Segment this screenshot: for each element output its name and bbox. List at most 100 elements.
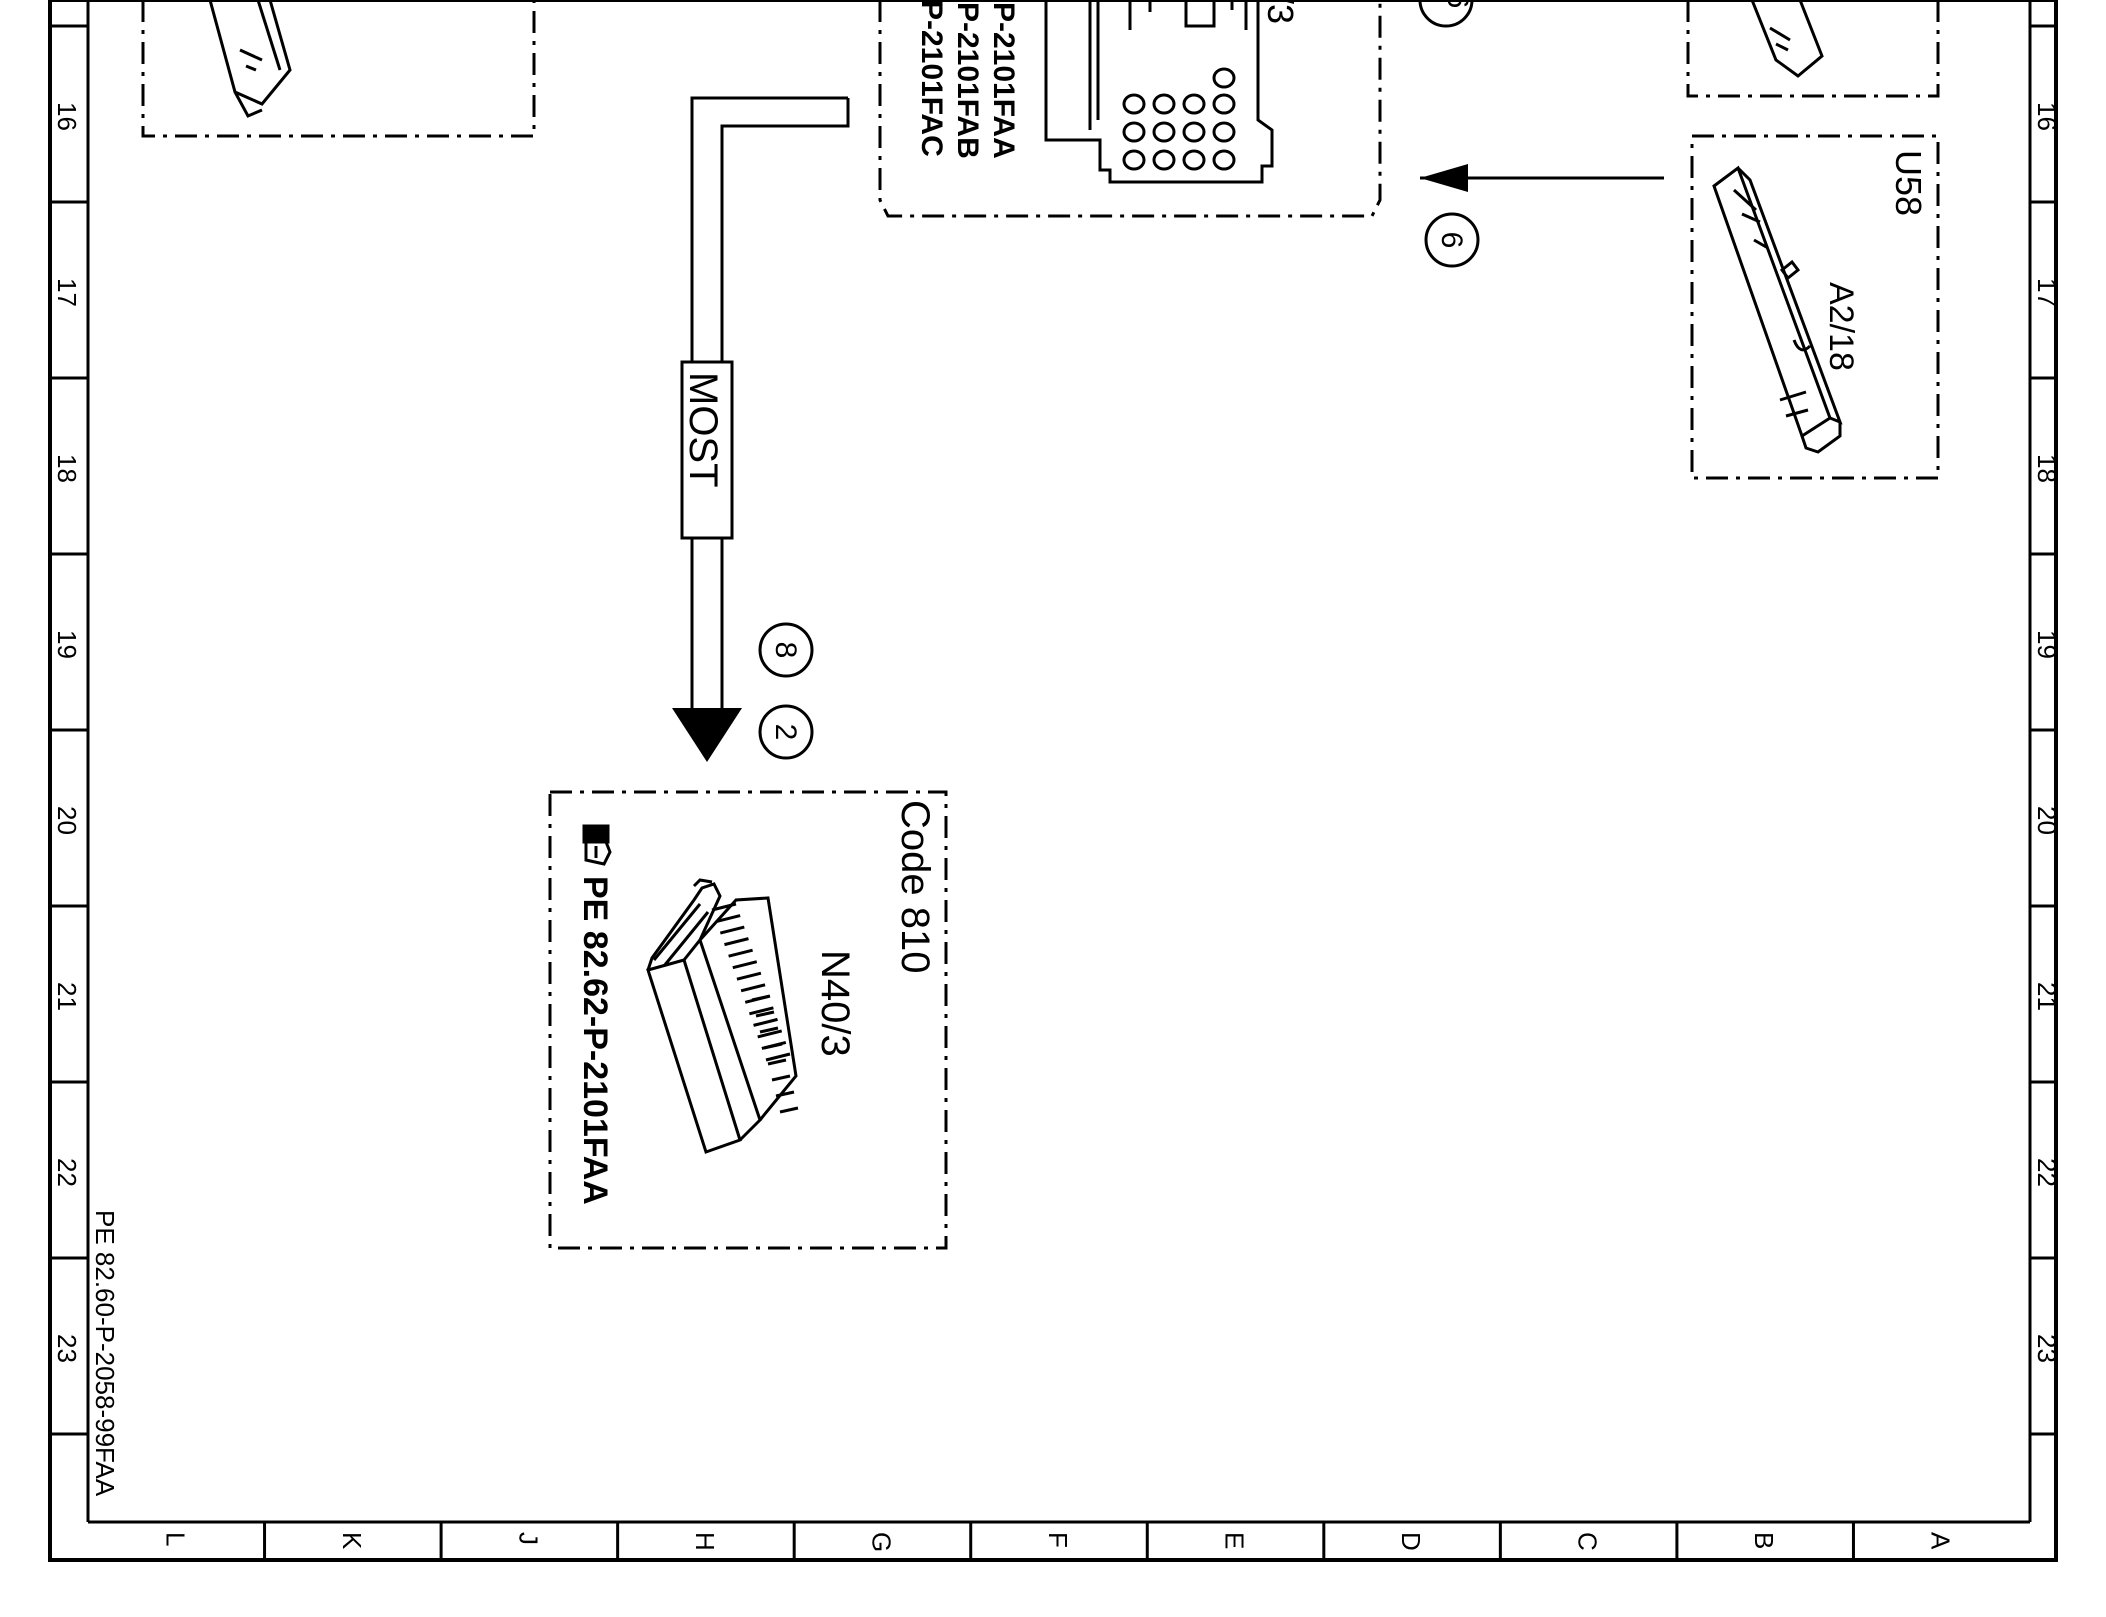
cooling-fin bbox=[736, 971, 762, 981]
row-grid-ticks bbox=[50, 24, 2056, 1436]
row-label-left: 16 bbox=[52, 102, 82, 131]
column-label: D bbox=[1396, 1532, 1426, 1551]
u58-component-box: U58 A2/18 bbox=[1690, 134, 1940, 480]
connector-ref-3: P-2101FAC bbox=[915, 0, 948, 157]
cooling-fin bbox=[724, 937, 749, 947]
cooling-fin bbox=[715, 914, 741, 923]
cooling-fin bbox=[757, 1029, 783, 1039]
row-label-right: 17 bbox=[2032, 278, 2062, 307]
cooling-fin bbox=[732, 960, 758, 970]
connector-pin bbox=[1212, 149, 1236, 171]
signal-arrow-6 bbox=[1420, 164, 1664, 192]
row-label-left: 20 bbox=[52, 806, 82, 835]
connector-illustration-top-left bbox=[208, 0, 292, 118]
column-label: A bbox=[1926, 1532, 1956, 1550]
connector-pin bbox=[1212, 121, 1236, 143]
most-bus-arrowhead bbox=[672, 708, 742, 762]
row-label-right: 22 bbox=[2032, 1158, 2062, 1187]
row-label-right: 19 bbox=[2032, 630, 2062, 659]
n40-3-component-box: Code 810 N40/3 PE 82.62-P-2101FAA bbox=[548, 790, 948, 1250]
connector-pin bbox=[1182, 121, 1206, 143]
cooling-fin bbox=[753, 1017, 778, 1027]
pointing-hand-icon bbox=[582, 824, 612, 866]
multipin-connector-illustration bbox=[1044, 0, 1274, 184]
module-ridge bbox=[775, 1090, 795, 1098]
row-label-left: 19 bbox=[52, 630, 82, 659]
cooling-fin bbox=[749, 1006, 774, 1016]
row-label-right: 18 bbox=[2032, 454, 2062, 483]
top-connector-label: /3 bbox=[1260, 0, 1301, 24]
code-810-label: Code 810 bbox=[893, 800, 937, 973]
module-ridge bbox=[763, 1042, 783, 1050]
n40-reference: PE 82.62-P-2101FAA bbox=[576, 876, 614, 1205]
row-labels-right: 16 17 18 19 20 21 22 23 bbox=[2032, 102, 2062, 1363]
connector-ref-2: -P-2101FAB bbox=[951, 0, 984, 159]
column-grid-ticks bbox=[263, 1522, 1855, 1560]
most-bus-label: MOST bbox=[681, 372, 725, 488]
column-label: C bbox=[1573, 1532, 1603, 1551]
n40-3-component-label: N40/3 bbox=[813, 950, 857, 1057]
column-label: G bbox=[866, 1532, 896, 1552]
outer-frame bbox=[48, 0, 2058, 1562]
column-label: H bbox=[690, 1532, 720, 1551]
a2-18-connector-illustration bbox=[1712, 165, 1843, 454]
connector-pin bbox=[1152, 149, 1176, 171]
row-label-right: 23 bbox=[2032, 1334, 2062, 1363]
top-right-component-box bbox=[1686, 0, 1940, 98]
svg-text:6: 6 bbox=[1435, 232, 1468, 249]
cooling-fin bbox=[719, 925, 745, 935]
callout-8: 8 bbox=[758, 622, 814, 678]
module-ridge bbox=[755, 1010, 775, 1018]
connector-pin bbox=[1182, 93, 1206, 115]
row-label-left: 17 bbox=[52, 278, 82, 307]
connector-pin bbox=[1152, 121, 1176, 143]
callout-6: 6 bbox=[1424, 212, 1480, 268]
connector-pin bbox=[1122, 149, 1146, 171]
column-label: L bbox=[160, 1532, 190, 1546]
column-label: E bbox=[1220, 1532, 1250, 1549]
module-ridge bbox=[767, 1058, 787, 1066]
connector-pin bbox=[1182, 149, 1206, 171]
column-label: F bbox=[1043, 1532, 1073, 1548]
row-label-left: 22 bbox=[52, 1158, 82, 1187]
top-left-component-box bbox=[141, 0, 536, 138]
cooling-fin bbox=[728, 948, 753, 958]
svg-text:2: 2 bbox=[769, 724, 802, 741]
svg-text:8: 8 bbox=[769, 642, 802, 659]
n40-3-module-illustration bbox=[646, 878, 799, 1154]
module-ridge bbox=[779, 1106, 799, 1114]
cooling-fin bbox=[711, 902, 737, 912]
column-label: K bbox=[337, 1532, 367, 1550]
connector-pin bbox=[1212, 93, 1236, 115]
document-id: PE 82.60-P-2058-99FAA bbox=[90, 1210, 120, 1497]
row-label-left: 18 bbox=[52, 454, 82, 483]
module-ridge bbox=[759, 1026, 779, 1034]
svg-text:6: 6 bbox=[1441, 0, 1474, 8]
row-label-left: 21 bbox=[52, 982, 82, 1011]
connector-ref-list: -P-2101FAA -P-2101FAB P-2101FAC bbox=[915, 0, 1020, 159]
row-label-right: 20 bbox=[2032, 806, 2062, 835]
cooling-fin bbox=[765, 1052, 791, 1062]
module-ridge bbox=[771, 1074, 791, 1082]
row-label-left: 23 bbox=[52, 1334, 82, 1363]
connector-pin bbox=[1152, 93, 1176, 115]
top-connector-box: -P-2101FAA -P-2101FAB P-2101FAC /3 bbox=[878, 0, 1382, 218]
row-label-right: 16 bbox=[2032, 102, 2062, 131]
most-bus-label-box: MOST bbox=[680, 360, 734, 540]
column-label: J bbox=[513, 1532, 543, 1545]
module-ridge bbox=[751, 994, 771, 1002]
callout-6-top: 6 bbox=[1418, 0, 1474, 28]
connector-ref-1: -P-2101FAA bbox=[987, 0, 1020, 159]
row-label-right: 21 bbox=[2032, 982, 2062, 1011]
connector-pin bbox=[1212, 67, 1236, 89]
column-label: B bbox=[1749, 1532, 1779, 1549]
connector-pin bbox=[1122, 121, 1146, 143]
row-labels-left: 16 17 18 19 20 21 22 23 bbox=[52, 102, 82, 1363]
connector-pin bbox=[1122, 93, 1146, 115]
u58-tag: U58 bbox=[1888, 150, 1929, 216]
callout-2: 2 bbox=[758, 704, 814, 760]
cooling-fin bbox=[740, 983, 766, 993]
a2-18-component-label: A2/18 bbox=[1822, 282, 1860, 371]
